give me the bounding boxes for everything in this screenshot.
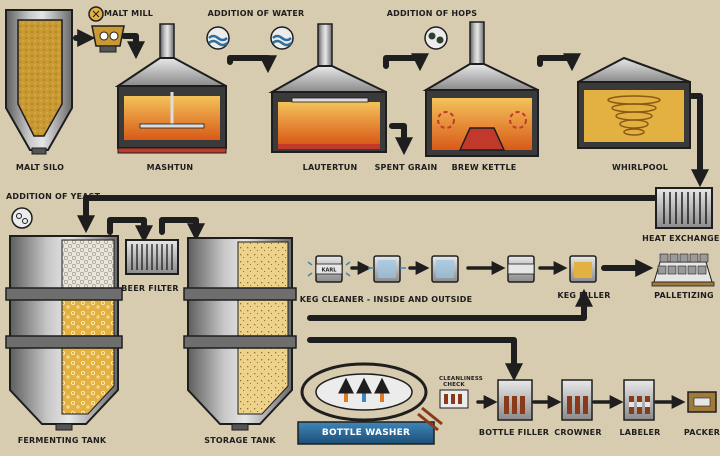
malt-silo: [5, 9, 73, 155]
pipe-filter-to-storage: [159, 217, 205, 242]
label-addition-of-hops: ADDITION OF HOPS: [386, 9, 478, 18]
keg-icon: [368, 255, 406, 283]
fermenting-tank: [5, 235, 123, 431]
crowner: [561, 379, 593, 421]
cleanliness-check: [439, 389, 469, 409]
keg-icon: [507, 255, 535, 283]
palletizing-icon: [651, 253, 715, 287]
label-keg-cleaner: KEG CLEANER - INSIDE AND OUTSIDE: [299, 295, 473, 304]
label-malt-mill: MALT MILL: [104, 9, 154, 18]
pipe-storage-to-bottle-filler: [307, 337, 523, 382]
label-brew-kettle: BREW KETTLE: [451, 163, 517, 172]
pipe-lautertun-to-kettle: [383, 53, 429, 72]
pipe-kettle-to-whirlpool: [537, 53, 581, 72]
storage-tank: [183, 237, 297, 431]
label-heat-exchanger: HEAT EXCHANGER: [642, 234, 720, 243]
label-malt-silo: MALT SILO: [15, 163, 65, 172]
yeast-icon: [11, 207, 33, 229]
hops-icon: [424, 26, 448, 50]
water-icons: [206, 26, 294, 50]
thin-arrows: [350, 261, 686, 409]
keg-icon: KARL: [307, 255, 351, 283]
whirlpool: [577, 56, 691, 149]
label-bottle-filler: BOTTLE FILLER: [478, 428, 550, 437]
label-cleanliness-check: CLEANLINESS CHECK: [439, 376, 483, 388]
pipe-hx-to-fermenter: [77, 195, 657, 234]
label-labeler: LABELER: [619, 428, 661, 437]
flow-pipes: [73, 29, 709, 382]
labeler: [623, 379, 655, 421]
keg-filler-icon: [569, 255, 597, 283]
malt-mill: [88, 6, 125, 53]
pipe-mashtun-to-lautertun: [227, 55, 277, 74]
lautertun: [268, 23, 387, 153]
keg-text: KARL: [322, 268, 338, 274]
label-storage-tank: STORAGE TANK: [204, 436, 276, 445]
label-crowner: CROWNER: [554, 428, 602, 437]
heat-exchanger: [655, 187, 713, 229]
pipe-fermenter-to-filter: [107, 217, 153, 244]
mashtun: [114, 23, 227, 154]
pipe-whirlpool-to-hx: [689, 93, 709, 188]
beer-filter: [125, 239, 179, 275]
label-bottle-washer: BOTTLE WASHER: [321, 428, 411, 438]
keg-icon: [431, 255, 459, 283]
label-fermenting-tank: FERMENTING TANK: [17, 436, 107, 445]
label-mashtun: MASHTUN: [146, 163, 194, 172]
label-whirlpool: WHIRLPOOL: [611, 163, 669, 172]
label-keg-filler: KEG FILLER: [557, 291, 611, 300]
packer: [687, 391, 717, 413]
keg-line: KARL: [307, 255, 597, 283]
bottle-filler: [497, 379, 533, 421]
bottle-washer: [297, 362, 443, 445]
label-addition-of-yeast: ADDITION OF YEAST: [6, 192, 101, 201]
label-addition-of-water: ADDITION OF WATER: [207, 9, 305, 18]
brew-kettle: [422, 21, 539, 157]
pipe-storage-to-keg-filler: [307, 288, 593, 321]
label-lautertun: LAUTERTUN: [302, 163, 358, 172]
label-beer-filter: BEER FILTER: [121, 284, 179, 293]
pipe-lautertun-to-spentgrain: [389, 123, 413, 156]
label-spent-grain: SPENT GRAIN: [374, 163, 438, 172]
label-palletizing: PALLETIZING: [654, 291, 714, 300]
label-packer: PACKER: [683, 428, 720, 437]
pipe-mill-to-mashtun: [121, 33, 145, 60]
